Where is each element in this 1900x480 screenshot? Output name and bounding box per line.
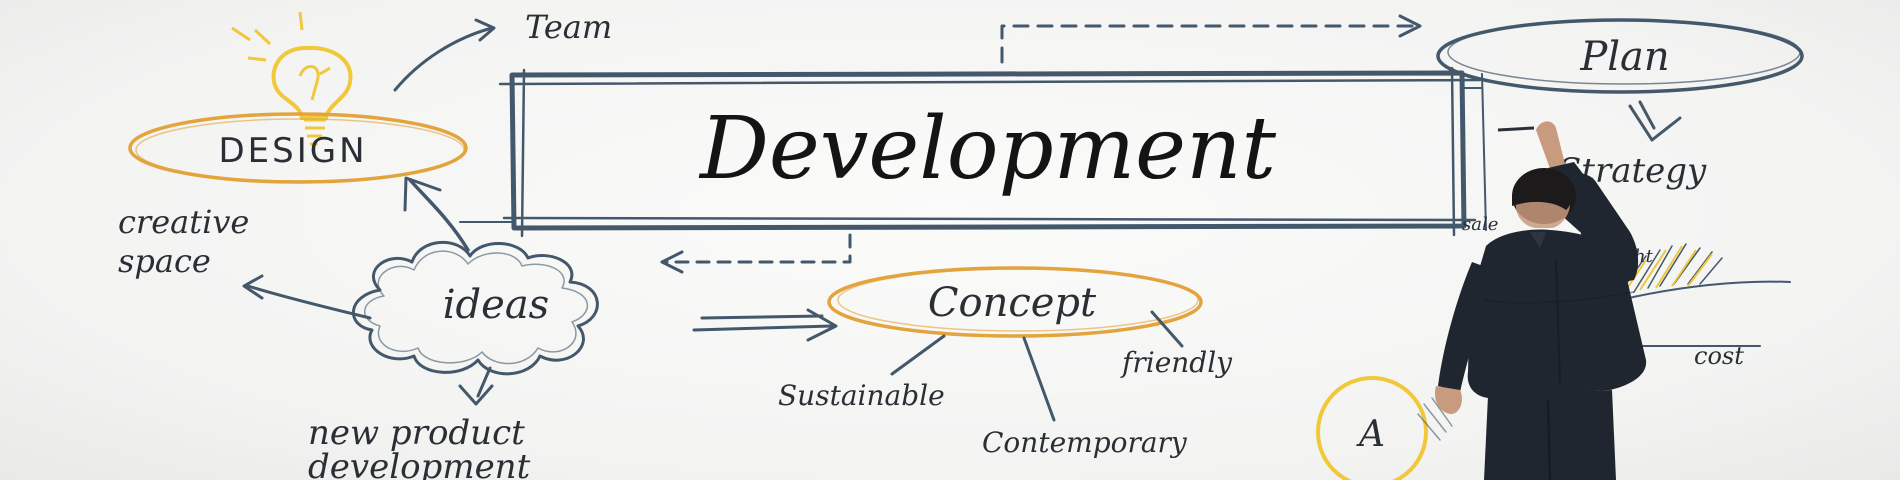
team-label: Team [525, 8, 612, 46]
development-box: Development [459, 66, 1487, 238]
design-label: DESIGN [218, 131, 367, 171]
ideas-label: ideas [443, 282, 549, 328]
partial-label-sale: sale [1462, 214, 1498, 235]
grade-label: A [1356, 414, 1385, 455]
friendly-label: friendly [1120, 346, 1233, 379]
grade-badge: A [1316, 376, 1453, 480]
cost-label: cost [1694, 342, 1744, 370]
contemporary-label: Contemporary [982, 426, 1188, 459]
new-product-label-2: development [308, 447, 531, 480]
new-product-label-1: new product [308, 413, 525, 453]
sketch-chart: ht cost [1619, 243, 1791, 370]
businessman-figure [1434, 121, 1647, 480]
design-node: DESIGN [128, 112, 468, 184]
development-title: Development [698, 99, 1276, 199]
partial-label-ht: ht [1634, 246, 1654, 267]
creative-label-1: creative [118, 203, 249, 241]
lightbulb-icon [231, 11, 353, 146]
sustainable-label: Sustainable [778, 379, 945, 412]
concept-label: Concept [928, 280, 1097, 326]
creative-label-2: space [118, 242, 211, 280]
ideas-node: ideas [352, 241, 599, 376]
plan-label: Plan [1579, 34, 1669, 80]
plan-node: Plan [1436, 18, 1804, 94]
concept-node: Concept [827, 266, 1203, 338]
